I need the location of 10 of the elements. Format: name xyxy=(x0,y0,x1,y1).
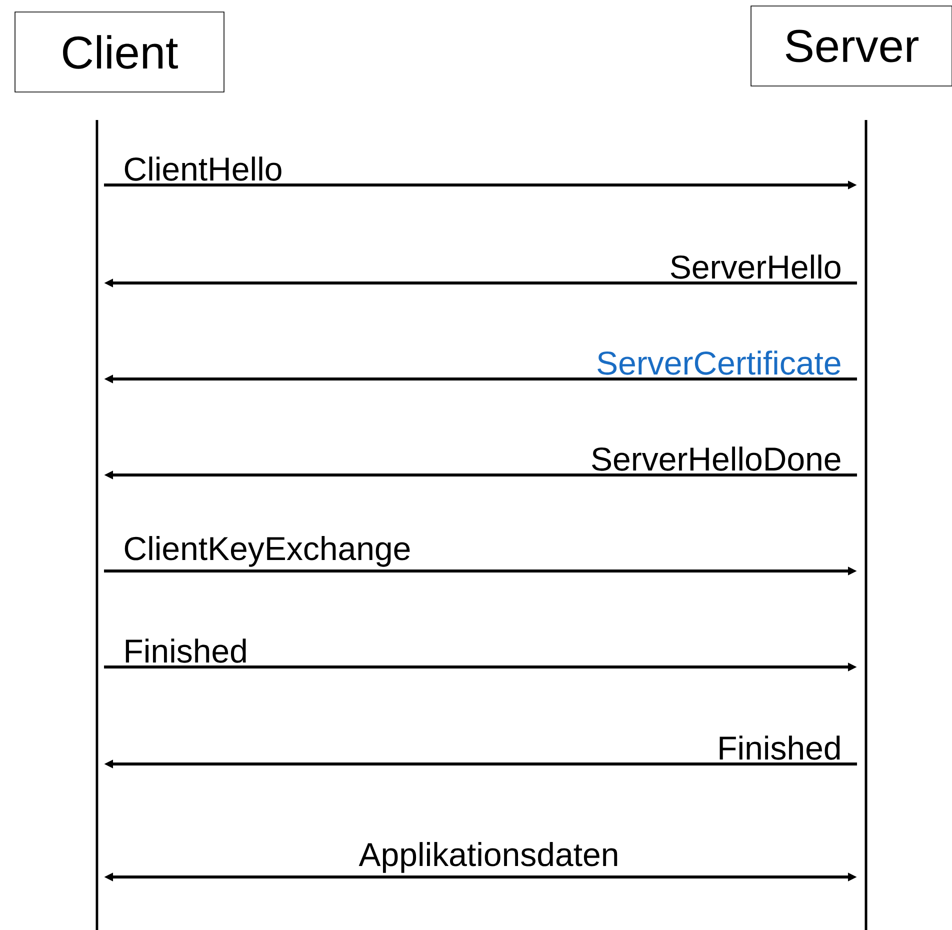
participant-box: Server xyxy=(750,6,952,86)
message-label: Finished xyxy=(122,638,249,664)
message-label: Applikationsdaten xyxy=(358,841,620,874)
message-label: ServerHello xyxy=(668,254,843,280)
message-label: ServerHelloDone xyxy=(590,446,843,472)
message-label: ClientHello xyxy=(122,156,284,182)
message-label: ClientKeyExchange xyxy=(122,535,412,568)
message-label: ServerCertificate xyxy=(595,350,843,376)
message-label: Finished xyxy=(716,734,843,761)
participant-box: Client xyxy=(14,12,224,92)
